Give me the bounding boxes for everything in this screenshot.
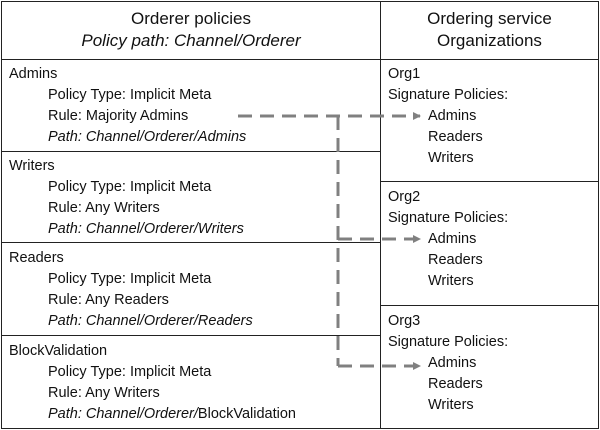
left-header-subtitle: Policy path: Channel/Orderer [81,31,301,50]
policy-rule: Rule: Majority Admins [48,108,189,124]
org-policy-item: Readers [428,252,483,268]
org-signature-label: Signature Policies: [388,87,509,103]
right-header-line1: Ordering service [427,9,552,28]
org-signature-label: Signature Policies: [388,334,509,350]
policy-type: Policy Type: Implicit Meta [48,179,212,195]
org-policy-item: Readers [428,376,483,392]
org-signature-label: Signature Policies: [388,210,509,226]
org-policy-item: Writers [428,150,474,166]
org-policy-item: Admins [428,108,477,124]
org-policy-item: Admins [428,355,477,371]
org-policy-item: Writers [428,273,474,289]
policy-path: Path: Channel/Orderer/Readers [48,313,253,329]
policy-type: Policy Type: Implicit Meta [48,364,212,380]
policy-type: Policy Type: Implicit Meta [48,87,212,103]
policy-path: Path: Channel/Orderer/Writers [48,221,244,237]
org-name: Org1 [388,66,421,82]
policy-path-prefix: Path: Channel/Orderer/ [48,406,198,422]
org-policy-item: Writers [428,397,474,413]
left-header: Orderer policies Policy path: Channel/Or… [1,8,381,52]
policy-name: Readers [9,250,64,266]
policy-name: Writers [9,158,55,174]
right-header: Ordering service Organizations [380,8,599,52]
right-header-line2: Organizations [437,31,542,50]
policy-path: Path: Channel/Orderer/Admins [48,129,247,145]
org-policy-item: Admins [428,231,477,247]
policy-name: Admins [9,66,58,82]
org-name: Org2 [388,189,421,205]
policy-type: Policy Type: Implicit Meta [48,271,212,287]
policy-rule: Rule: Any Writers [48,385,160,401]
policy-rule: Rule: Any Writers [48,200,160,216]
org-policy-item: Readers [428,129,483,145]
left-header-title: Orderer policies [131,9,251,28]
policy-rule: Rule: Any Readers [48,292,169,308]
org-name: Org3 [388,313,421,329]
policy-name: BlockValidation [9,343,108,359]
policy-path-suffix: BlockValidation [197,406,296,422]
policy-path: Path: Channel/Orderer/BlockValidation [48,404,296,424]
